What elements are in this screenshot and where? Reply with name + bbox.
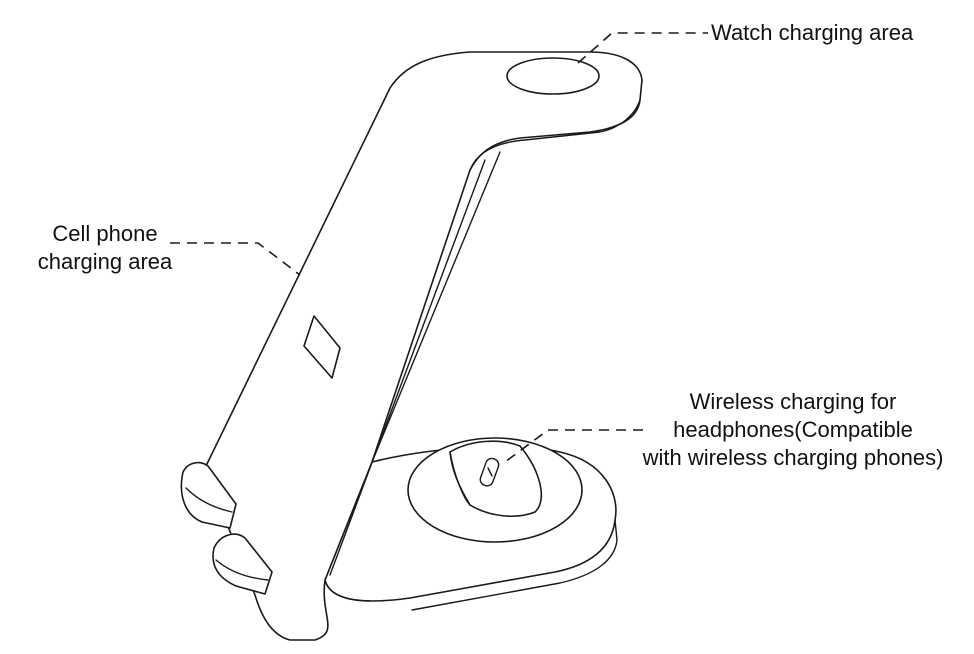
headphone-label-line-1: Wireless charging for <box>689 389 897 414</box>
stand-inner-edge <box>469 99 641 171</box>
base-plate-edge <box>411 519 618 611</box>
phone-label-line-2: charging area <box>37 249 173 274</box>
headphone-label-line-2: headphones(Compatible <box>673 417 913 442</box>
watch-leader-line <box>577 32 708 64</box>
phone-coil-marker <box>303 315 341 379</box>
watch-charging-label: Watch charging area <box>711 19 913 47</box>
phone-rest-upper <box>180 461 237 529</box>
headphone-charging-label: Wireless charging for headphones(Compati… <box>620 388 966 472</box>
phone-rest-upper-detail <box>185 487 233 513</box>
phone-charging-label: Cell phone charging area <box>25 220 185 276</box>
headphone-label-line-3: with wireless charging phones) <box>642 445 944 470</box>
stand-body <box>204 51 643 641</box>
headphone-cradle-lip <box>449 451 471 506</box>
phone-label-line-1: Cell phone <box>52 221 158 246</box>
watch-label-line-1: Watch charging area <box>711 20 914 45</box>
stand-side-edge <box>371 151 501 463</box>
stand-side-edge-2 <box>329 159 486 576</box>
phone-rest-lower-detail <box>215 559 269 581</box>
headphone-logo-icon-inner <box>487 467 493 477</box>
headphone-logo-icon <box>479 457 500 487</box>
phone-leader-line <box>170 242 301 276</box>
headphone-leader-line <box>504 429 643 463</box>
watch-pad <box>506 57 600 95</box>
